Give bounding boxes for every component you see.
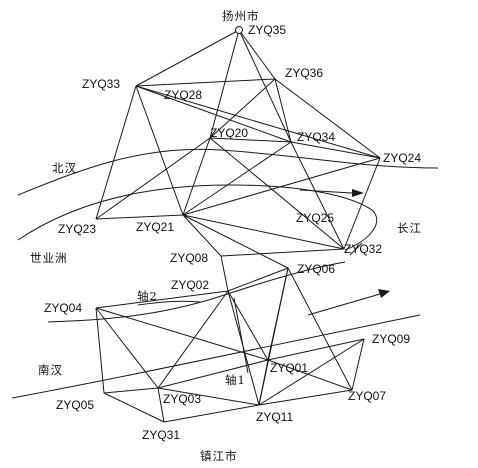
edge-zyq02-zyq11 [227,290,260,406]
edge-zyq01-zyq07 [267,359,353,391]
station-zyq02: ZYQ02 [171,278,209,292]
place-changjiang: 长江 [397,221,422,235]
place-nancha: 南汊 [38,363,63,377]
edge-zyq09-zyq11 [258,338,365,406]
edge-zyq20-zyq32 [209,137,345,250]
place-shiyezhou: 世业洲 [30,251,68,265]
flow-arrow-south [307,293,381,316]
edge-zyq05-zyq03 [103,387,159,394]
south-shore-line [11,314,421,399]
edge-zyq20-zyq21 [182,137,211,216]
edge-zyq04-zyq01 [95,307,269,361]
place-yangzhou: 扬州市 [222,9,260,23]
edge-zyq09-zyq01 [267,338,365,361]
station-zyq04: ZYQ04 [44,301,82,315]
edge-zyq06-zyq07 [287,267,353,391]
edge-zyq11-zyq07 [258,389,353,406]
edge-zyq04-zyq03 [95,307,159,389]
edge-zyq20-zyq34 [209,137,292,143]
station-zyq28: ZYQ28 [164,88,202,102]
edge-zyq35-zyq33 [135,29,240,87]
place-beicha: 北汊 [52,161,77,175]
edge-zyq05-zyq31 [103,392,165,423]
edge-zyq35-zyq36 [238,29,276,80]
network-edges [95,29,381,423]
edge-zyq20-zyq23 [95,137,211,220]
station-zyq25: ZYQ25 [296,211,334,225]
edge-zyq33-zyq23 [95,85,137,220]
edge-zyq21-zyq08 [182,214,222,257]
station-zyq35: ZYQ35 [248,23,286,37]
flow-arrow-north [299,189,353,194]
axis-2-label: 轴2 [137,289,158,303]
edge-zyq34-zyq21 [182,141,292,216]
middle-channel-bank [17,184,378,251]
edge-zyq03-zyq31 [157,387,165,423]
river-lines [11,148,439,399]
station-zyq01: ZYQ01 [270,361,308,375]
station-zyq06: ZYQ06 [297,262,335,276]
station-zyq08: ZYQ08 [170,251,208,265]
edge-zyq24-zyq32 [343,157,381,250]
edge-zyq01-zyq03 [157,359,269,389]
edge-zyq04-zyq02 [95,290,229,309]
edge-zyq31-zyq11 [163,404,260,423]
station-zyq24: ZYQ24 [383,151,421,165]
changjiang-pointer [349,242,363,256]
axis-2-line [137,300,201,306]
station-zyq07: ZYQ07 [348,389,386,403]
edge-zyq33-zyq24 [135,85,381,159]
edge-zyq24-zyq21 [182,157,381,216]
edge-zyq34-zyq24 [290,141,381,159]
edge-zyq02-zyq03 [157,290,229,389]
edge-zyq33-zyq34 [135,85,292,143]
station-zyq21: ZYQ21 [136,220,174,234]
edge-zyq03-zyq11 [157,387,260,406]
survey-axes [137,297,249,374]
station-zyq36: ZYQ36 [285,66,323,80]
edge-zyq36-zyq34 [274,78,292,143]
station-zyq05: ZYQ05 [56,398,94,412]
station-zyq20: ZYQ20 [210,126,248,140]
edge-zyq36-zyq24 [274,78,381,159]
station-zyq03: ZYQ03 [163,392,201,406]
edge-zyq36-zyq20 [209,78,276,139]
edge-zyq21-zyq32 [182,214,345,250]
flow-arrowhead-south [378,289,390,298]
edge-zyq01-zyq11 [258,359,269,406]
north-channel-bank [17,148,439,196]
edge-zyq04-zyq05 [95,307,105,394]
flow-arrows [299,189,390,316]
station-zyq23: ZYQ23 [58,222,96,236]
edge-zyq33-zyq21 [135,85,184,216]
edge-zyq33-zyq36 [135,78,276,87]
edge-zyq34-zyq32 [290,141,345,250]
place-labels: 扬州市 北汊 世业洲 长江 南汊 镇江市 轴2 轴1 [30,9,422,463]
station-zyq11: ZYQ11 [256,410,293,424]
station-zyq09: ZYQ09 [372,332,410,346]
place-zhenjiang: 镇江市 [200,449,238,463]
edge-zyq23-zyq21 [95,214,184,220]
edge-zyq06-zyq02 [227,267,289,292]
edge-zyq21-zyq06 [182,214,289,269]
yangzhou-anchor-marker [235,26,243,34]
edge-zyq08-zyq02 [220,255,229,292]
edge-zyq35-zyq34 [238,29,292,143]
flow-arrowhead-north [352,189,364,197]
axis-1-label: 轴1 [225,373,246,387]
station-zyq31: ZYQ31 [142,428,180,442]
edge-zyq08-zyq32 [220,248,345,257]
axis-1-line [233,297,249,374]
station-zyq32: ZYQ32 [344,242,382,256]
station-zyq34: ZYQ34 [297,130,335,144]
edge-zyq09-zyq07 [351,338,365,391]
south-channel-bank [47,261,346,323]
edge-zyq02-zyq01 [227,290,269,361]
station-zyq33: ZYQ33 [82,77,120,91]
edge-zyq35-zyq20 [209,29,240,139]
